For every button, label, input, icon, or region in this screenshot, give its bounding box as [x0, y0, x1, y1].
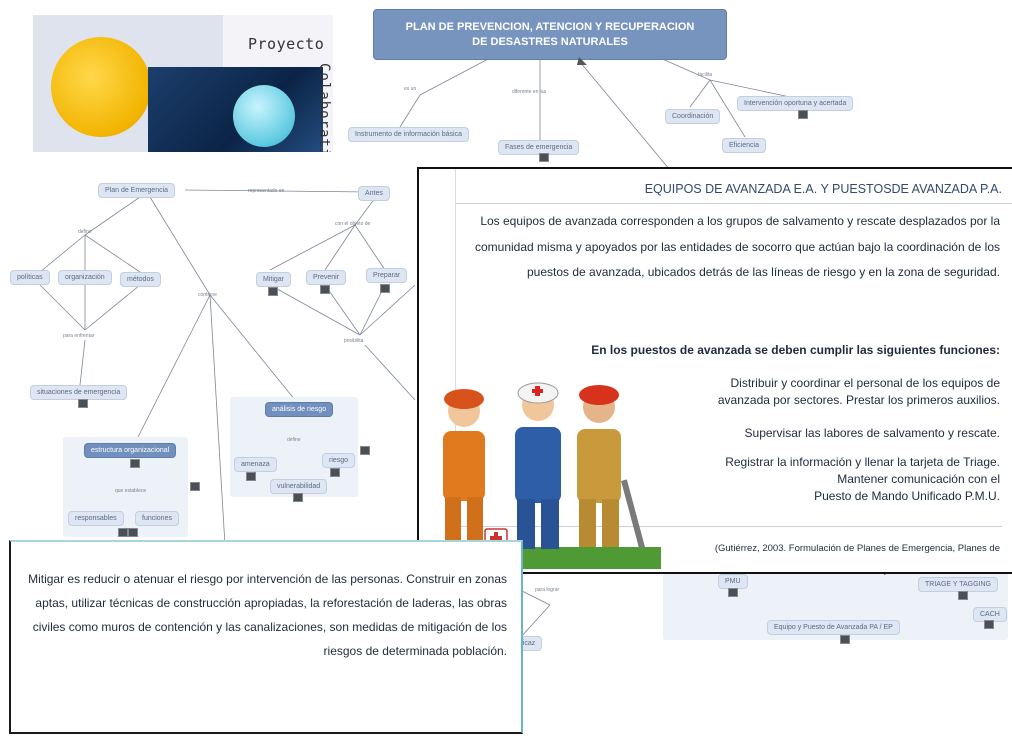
attachment-icon[interactable] — [984, 620, 994, 629]
attachment-icon[interactable] — [190, 482, 200, 491]
node-vulnerabilidad[interactable]: vulnerabilidad — [270, 479, 328, 494]
function-item: Distribuir y coordinar el personal de lo… — [730, 376, 1000, 390]
link-label: define — [78, 229, 92, 235]
link-label: diferente en las — [512, 89, 547, 95]
node-estructura[interactable]: estructura organizacional — [84, 443, 177, 458]
divider — [456, 526, 1002, 527]
node-amenaza[interactable]: amenaza — [234, 457, 277, 472]
link-label: posibilita — [344, 338, 364, 344]
card-paragraph: Los equipos de avanzada corresponden a l… — [475, 214, 1000, 279]
map-title-text: PLAN DE PREVENCION, ATENCION Y RECUPERAC… — [405, 20, 695, 48]
link-label: para enfrentar — [63, 333, 95, 339]
attachment-icon[interactable] — [128, 528, 138, 537]
function-item: Registrar la información y llenar la tar… — [725, 455, 1000, 469]
attachment-icon[interactable] — [246, 472, 256, 481]
node-responsables[interactable]: responsables — [68, 511, 124, 526]
attachment-icon[interactable] — [78, 399, 88, 408]
node-fases[interactable]: Fases de emergencia — [498, 140, 580, 155]
node-analisis[interactable]: análisis de riesgo — [265, 402, 334, 417]
link-label: que establece — [115, 488, 147, 494]
sun-icon — [51, 37, 151, 137]
logo-title: Proyecto — [248, 35, 325, 53]
equipos-avanzada-card: EQUIPOS DE AVANZADA E.A. Y PUESTOSDE AVA… — [417, 167, 1012, 574]
link-label: facilita — [698, 72, 713, 78]
divider — [456, 203, 1012, 204]
arrow-head-icon — [577, 57, 587, 65]
node-situaciones[interactable]: situaciones de emergencia — [30, 385, 128, 400]
citation: (Gutiérrez, 2003. Formulación de Planes … — [714, 543, 1000, 554]
attachment-icon[interactable] — [293, 493, 303, 502]
function-item: Supervisar las labores de salvamento y r… — [744, 426, 1000, 440]
attachment-icon[interactable] — [798, 110, 808, 119]
function-item: avanzada por sectores. Prestar los prime… — [717, 393, 1000, 407]
node-antes[interactable]: Antes — [358, 186, 390, 201]
attachment-icon[interactable] — [380, 284, 390, 293]
card-title: EQUIPOS DE AVANZADA E.A. Y PUESTOSDE AVA… — [644, 182, 1002, 196]
rescue-workers-illustration — [425, 382, 661, 569]
link-label: es un — [404, 86, 417, 92]
node-politicas[interactable]: políticas — [10, 270, 50, 285]
link-label: define — [287, 437, 301, 443]
map-title[interactable]: PLAN DE PREVENCION, ATENCION Y RECUPERAC… — [373, 9, 727, 60]
attachment-icon[interactable] — [320, 285, 330, 294]
node-coordinacion[interactable]: Coordinación — [665, 109, 721, 124]
node-plan[interactable]: Plan de Emergencia — [98, 183, 176, 198]
function-item: Mantener comunicación con el — [837, 472, 1000, 486]
attachment-icon[interactable] — [268, 287, 278, 296]
link-label: con el objeto de — [335, 221, 371, 227]
node-mitigar[interactable]: Mitigar — [256, 272, 292, 287]
node-metodos[interactable]: métodos — [120, 272, 161, 287]
attachment-icon[interactable] — [539, 153, 549, 162]
node-preparar[interactable]: Preparar — [366, 268, 408, 283]
node-prevenir[interactable]: Prevenir — [306, 270, 347, 285]
attachment-icon[interactable] — [130, 459, 140, 468]
globe-icon — [233, 85, 295, 147]
attachment-icon[interactable] — [118, 528, 128, 537]
attachment-icon[interactable] — [958, 591, 968, 600]
node-funciones[interactable]: funciones — [135, 511, 179, 526]
attachment-icon[interactable] — [330, 468, 340, 477]
link-label: contiene — [198, 292, 217, 298]
node-organizacion[interactable]: organización — [58, 270, 112, 285]
function-item: Puesto de Mando Unificado P.M.U. — [814, 489, 1000, 503]
logo-side-text: Colaborativo — [316, 63, 332, 152]
node-intervencion[interactable]: Intervención oportuna y acertada — [737, 96, 854, 111]
node-eficiencia[interactable]: Eficiencia — [722, 138, 766, 153]
link-label: para lograr — [535, 587, 560, 593]
proyecto-colaborativo-logo: Proyecto Colaborativo — [33, 15, 333, 152]
mitigar-text: Mitigar es reducir o atenuar el riesgo p… — [28, 572, 507, 658]
node-triage[interactable]: TRIAGE Y TAGGING — [918, 577, 998, 592]
link-label: representado en — [248, 188, 285, 194]
card-subtitle: En los puestos de avanzada se deben cump… — [591, 343, 1000, 357]
node-riesgo[interactable]: riesgo — [322, 453, 356, 468]
attachment-icon[interactable] — [360, 446, 370, 455]
node-pmu[interactable]: PMU — [718, 574, 748, 589]
attachment-icon[interactable] — [728, 588, 738, 597]
node-instrumento[interactable]: Instrumento de información básica — [348, 127, 469, 142]
node-equipo-pa[interactable]: Equipo y Puesto de Avanzada PA / EP — [767, 620, 900, 635]
mitigar-card: Mitigar es reducir o atenuar el riesgo p… — [9, 540, 523, 734]
attachment-icon[interactable] — [840, 635, 850, 644]
